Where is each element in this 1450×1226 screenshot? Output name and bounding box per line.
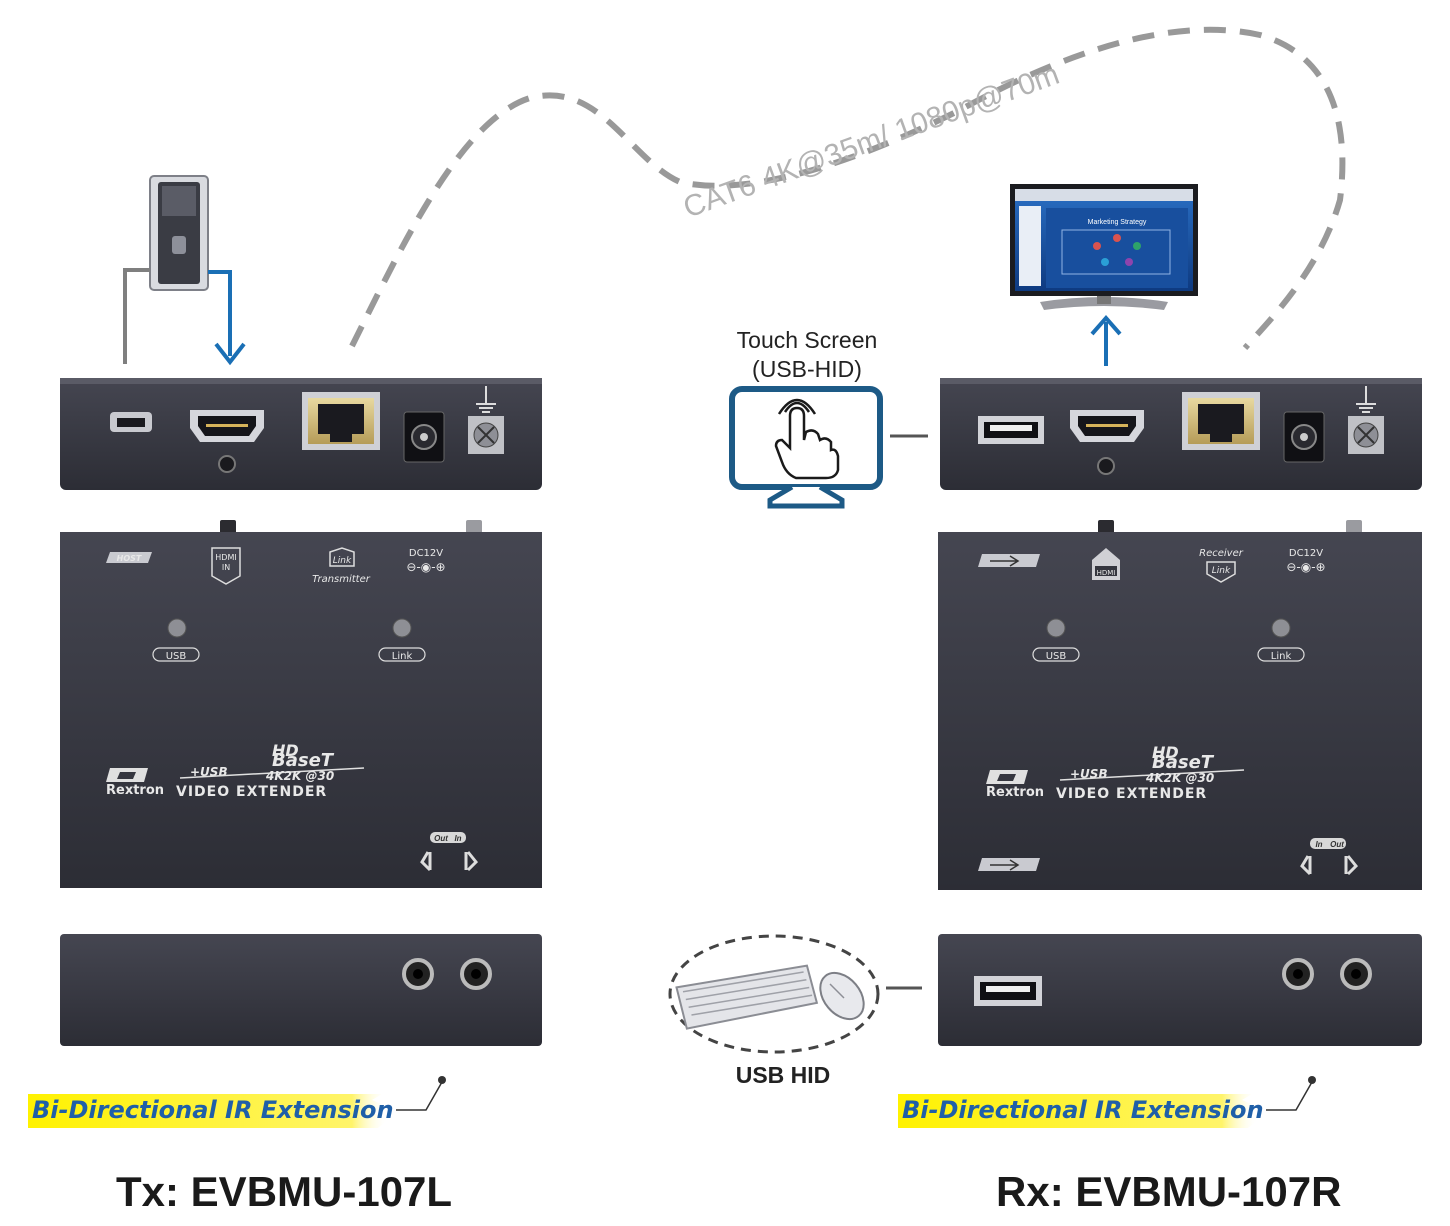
mouse-icon — [819, 971, 865, 1021]
ground-terminal — [468, 386, 504, 454]
svg-text:Transmitter: Transmitter — [312, 574, 371, 585]
svg-text:In: In — [1315, 840, 1322, 849]
usb-symbol-label — [978, 858, 1040, 871]
hdmi-down-arrow — [208, 270, 246, 366]
usb-wire — [123, 268, 150, 364]
svg-text:Out: Out — [1330, 840, 1344, 849]
hdmi-label: HDMI — [1092, 548, 1120, 580]
tx-rear-panel — [60, 378, 542, 490]
usb-led-label: USB — [1046, 651, 1067, 662]
usb-hid-label: USB HID — [736, 1062, 831, 1088]
rextron-logo: Rextron — [986, 770, 1044, 800]
link-receiver-label: Receiver Link — [1199, 548, 1244, 583]
rx-ir-callout: Bi-Directional IR Extension — [898, 1076, 1316, 1128]
usb-symbol-label — [978, 554, 1040, 567]
svg-text:⊖-◉-⊕: ⊖-◉-⊕ — [1286, 560, 1325, 574]
svg-text:4K2K @30: 4K2K @30 — [1145, 771, 1214, 785]
link-led-label: Link — [392, 651, 413, 662]
svg-text:⊖-◉-⊕: ⊖-◉-⊕ — [406, 560, 445, 574]
monitor-icon: Marketing Strategy — [1010, 184, 1198, 310]
touch-screen-sublabel: (USB-HID) — [752, 356, 862, 382]
dc12v-label: DC12V ⊖-◉-⊕ — [1286, 548, 1325, 574]
rx-rear-panel — [940, 378, 1422, 490]
cat6-cable — [349, 26, 1346, 350]
pc-tower-icon — [149, 175, 209, 291]
mini-usb-port — [110, 412, 152, 432]
usb-a-port — [978, 416, 1044, 444]
keyboard-icon — [675, 964, 819, 1030]
touch-screen-label: Touch Screen — [737, 327, 878, 353]
rx-model-title: Rx: EVBMU-107R — [996, 1168, 1341, 1215]
svg-text:IN: IN — [222, 563, 230, 572]
monitor-up-arrow — [1090, 314, 1122, 366]
svg-text:Receiver: Receiver — [1199, 548, 1244, 559]
ir-port-label: In Out — [1300, 838, 1359, 876]
rx-top-panel: HDMI Receiver Link DC12V ⊖-◉-⊕ USB Link … — [938, 520, 1422, 890]
usb-led-label: USB — [166, 651, 187, 662]
host-usb-label: HOST — [106, 552, 152, 563]
svg-text:HOST: HOST — [117, 554, 142, 563]
rx-front-panel — [938, 934, 1422, 1046]
hdbaset-logo: HD BaseT +USB 4K2K @30 VIDEO EXTENDER — [176, 741, 365, 800]
svg-text:Link: Link — [1212, 566, 1231, 576]
usb-a-port — [974, 976, 1042, 1006]
rj45-port — [302, 392, 380, 450]
usb-hid-group — [668, 934, 880, 1054]
link-led — [392, 618, 412, 638]
svg-text:4K2K @30: 4K2K @30 — [265, 769, 334, 783]
screw — [1097, 457, 1115, 475]
usb-led — [1046, 618, 1066, 638]
hdbaset-logo: HD BaseT +USB 4K2K @30 VIDEO EXTENDER — [1056, 743, 1245, 802]
svg-text:Rextron: Rextron — [106, 783, 164, 798]
link-led — [1271, 618, 1291, 638]
svg-text:HD: HD — [272, 741, 299, 760]
svg-text:VIDEO EXTENDER: VIDEO EXTENDER — [176, 784, 327, 800]
svg-text:DC12V: DC12V — [1289, 548, 1323, 559]
svg-text:HDMI: HDMI — [215, 553, 236, 562]
ground-terminal — [1348, 386, 1384, 454]
tx-front-panel — [60, 934, 542, 1046]
touch-screen-icon — [729, 386, 883, 509]
svg-text:BaseT: BaseT — [272, 750, 335, 771]
dc-power-jack — [1283, 411, 1325, 463]
svg-text:HD: HD — [1152, 743, 1179, 762]
svg-text:Link: Link — [333, 556, 352, 566]
link-led-label: Link — [1271, 651, 1292, 662]
screw — [218, 455, 236, 473]
svg-text:HDMI: HDMI — [1097, 569, 1116, 577]
link-transmitter-label: Link Transmitter — [312, 547, 371, 585]
svg-text:BaseT: BaseT — [1152, 752, 1215, 773]
rx-ir-label: Bi-Directional IR Extension — [902, 1096, 1264, 1124]
rextron-logo: Rextron — [106, 768, 164, 798]
svg-text:Out: Out — [434, 834, 448, 843]
hdmi-port — [1070, 410, 1144, 442]
ir-port-label: Out In — [420, 832, 479, 872]
svg-text:Rextron: Rextron — [986, 785, 1044, 800]
hdmi-in-label: HDMI IN — [211, 547, 241, 585]
svg-text:VIDEO EXTENDER: VIDEO EXTENDER — [1056, 786, 1207, 802]
dc12v-label: DC12V ⊖-◉-⊕ — [406, 548, 445, 574]
tx-model-title: Tx: EVBMU-107L — [116, 1168, 452, 1215]
cable-label: CAT6 4K@35m/ 1080p@70m — [679, 58, 1064, 225]
tx-top-panel: HOST HDMI IN Link Transmitter DC12V ⊖-◉-… — [60, 520, 542, 888]
tx-ir-callout: Bi-Directional IR Extension — [28, 1076, 446, 1128]
svg-text:DC12V: DC12V — [409, 548, 443, 559]
svg-text:In: In — [454, 834, 461, 843]
rj45-port — [1182, 392, 1260, 450]
hdmi-port — [190, 410, 264, 442]
dc-power-jack — [403, 411, 445, 463]
screen-title: Marketing Strategy — [1088, 219, 1147, 226]
tx-ir-label: Bi-Directional IR Extension — [32, 1096, 394, 1124]
usb-led — [167, 618, 187, 638]
